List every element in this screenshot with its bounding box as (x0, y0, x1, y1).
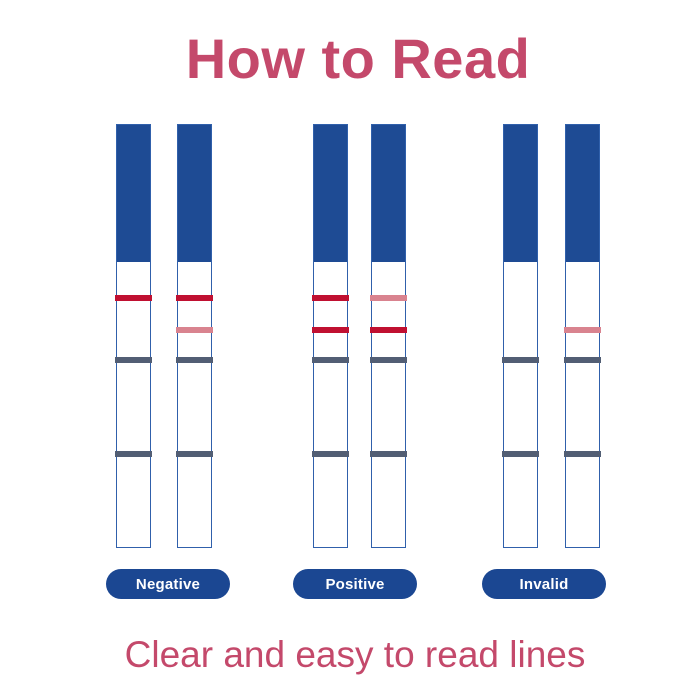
pad-separator (115, 357, 152, 363)
tagline: Clear and easy to read lines (124, 634, 586, 675)
test-line (312, 327, 349, 333)
pad-separator (564, 357, 601, 363)
pad-separator (502, 451, 539, 457)
result-label-positive: Positive (293, 569, 417, 599)
pad-separator (312, 357, 349, 363)
strip-sample-pad (504, 125, 537, 262)
pad-separator (502, 357, 539, 363)
result-label-invalid: Invalid (482, 569, 606, 599)
control-line (115, 295, 152, 301)
control-line (312, 295, 349, 301)
pad-separator (564, 451, 601, 457)
pad-separator (176, 451, 213, 457)
test-strip-positive-1 (312, 124, 349, 548)
result-label-negative: Negative (106, 569, 230, 599)
strip-sample-pad (314, 125, 347, 262)
test-line (176, 327, 213, 333)
test-strip-negative-2 (176, 124, 213, 548)
test-strip-invalid-2 (564, 124, 601, 548)
control-line (370, 295, 407, 301)
strip-sample-pad (566, 125, 599, 262)
strip-sample-pad (372, 125, 405, 262)
test-line (564, 327, 601, 333)
strip-sample-pad (117, 125, 150, 262)
strip-sample-pad (178, 125, 211, 262)
test-line (370, 327, 407, 333)
pad-separator (370, 451, 407, 457)
test-strip-positive-2 (370, 124, 407, 548)
pad-separator (176, 357, 213, 363)
pad-separator (312, 451, 349, 457)
control-line (176, 295, 213, 301)
test-strip-negative-1 (115, 124, 152, 548)
pad-separator (115, 451, 152, 457)
test-strip-invalid-1 (502, 124, 539, 548)
pad-separator (370, 357, 407, 363)
page-title: How to Read (185, 27, 531, 90)
